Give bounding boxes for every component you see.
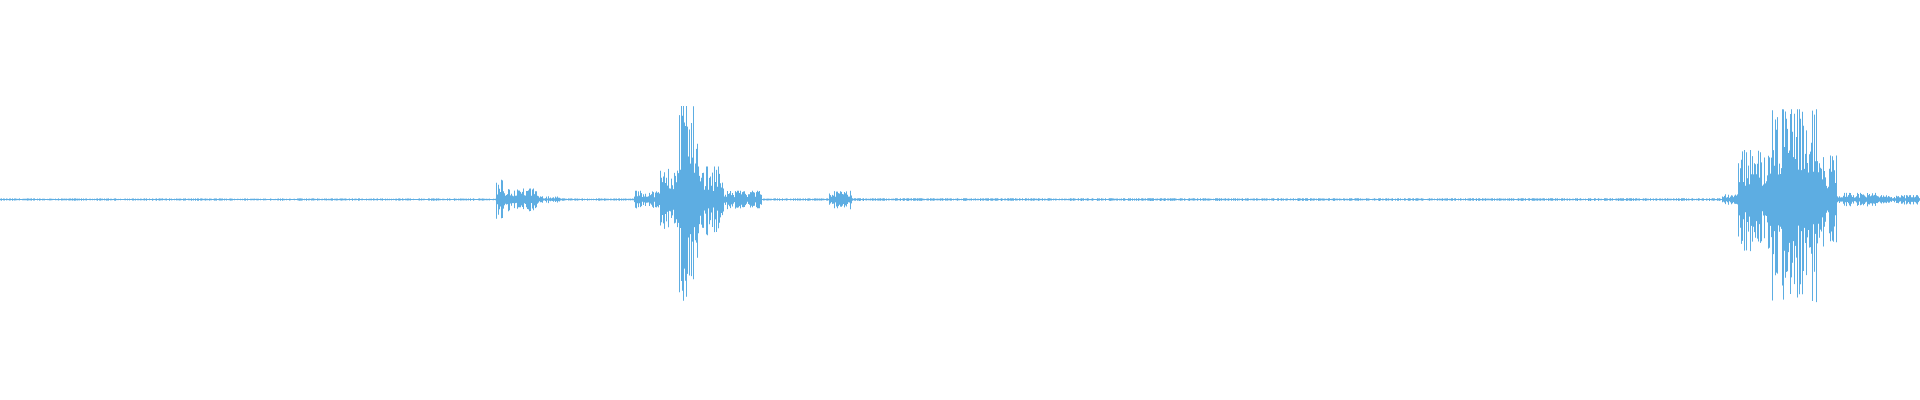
waveform-bars — [0, 106, 1920, 303]
waveform-path — [0, 106, 1920, 303]
